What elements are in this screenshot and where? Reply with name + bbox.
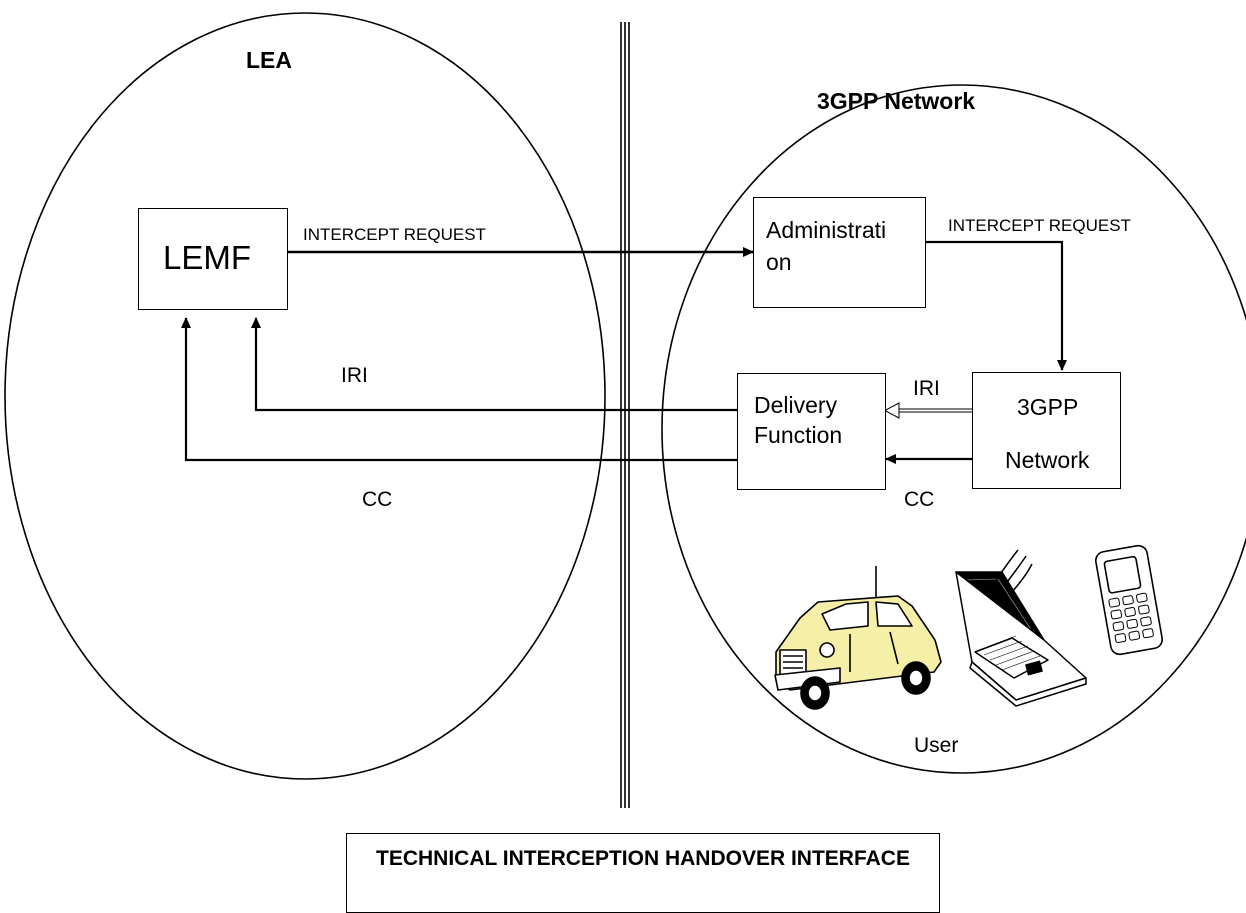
mobile-phone-icon bbox=[1094, 544, 1164, 656]
intercept-request-arrow-right bbox=[926, 240, 1067, 371]
lea-domain-ellipse bbox=[4, 12, 606, 780]
lea-title: LEA bbox=[246, 47, 292, 73]
cc-label-right: CC bbox=[904, 488, 935, 511]
administration-label: Administrati on bbox=[766, 217, 887, 275]
intercept-request-label-right: INTERCEPT REQUEST bbox=[948, 216, 1131, 235]
network-title: 3GPP Network bbox=[817, 88, 976, 114]
iri-arrow-left bbox=[251, 317, 737, 412]
administration-box[interactable]: Administrati on bbox=[753, 197, 926, 308]
handover-interface-boundary bbox=[620, 22, 630, 808]
network-node-line1: 3GPP bbox=[1017, 394, 1079, 420]
iri-label-left: IRI bbox=[341, 364, 368, 387]
iri-label-right: IRI bbox=[913, 377, 940, 400]
car-icon bbox=[774, 566, 942, 710]
network-domain-ellipse bbox=[661, 84, 1246, 774]
iri-arrow-right bbox=[883, 402, 972, 419]
lemf-box[interactable]: LEMF bbox=[138, 208, 288, 310]
delivery-function-label: Delivery Function bbox=[754, 392, 843, 448]
diagram-canvas bbox=[4, 12, 1246, 808]
network-node-box[interactable]: 3GPP Network bbox=[972, 372, 1121, 489]
handover-interface-caption: TECHNICAL INTERCEPTION HANDOVER INTERFAC… bbox=[346, 833, 940, 913]
delivery-function-box[interactable]: Delivery Function bbox=[737, 373, 886, 490]
cc-arrow-left bbox=[181, 317, 737, 462]
laptop-icon bbox=[955, 549, 1087, 707]
user-label: User bbox=[914, 734, 959, 757]
network-node-line2: Network bbox=[1005, 447, 1090, 473]
lemf-label: LEMF bbox=[163, 239, 252, 276]
cc-label-left: CC bbox=[362, 488, 393, 511]
intercept-request-label-left: INTERCEPT REQUEST bbox=[303, 225, 486, 244]
